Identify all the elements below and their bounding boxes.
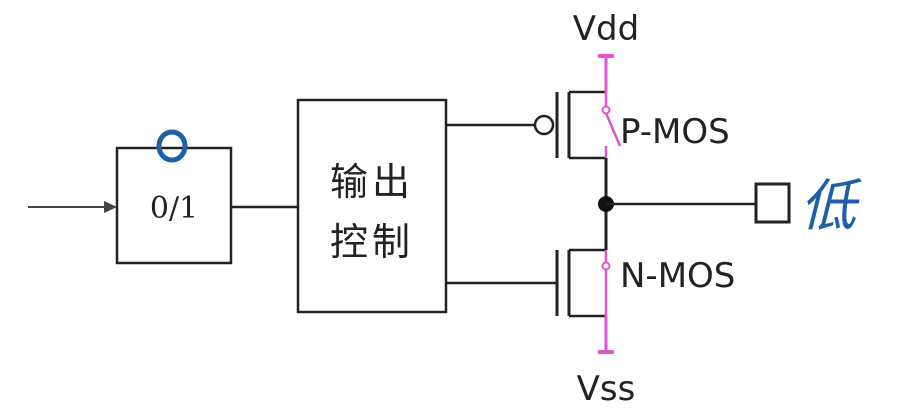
pmos-gate-bubble [533, 114, 555, 136]
vdd-label: Vdd [573, 9, 639, 49]
nmos-label: N-MOS [620, 256, 735, 296]
input-value-annotation: 0 [156, 129, 188, 163]
nmos-switch [601, 250, 611, 316]
pmos-label: P-MOS [620, 112, 730, 152]
pmos-transistor [533, 90, 606, 160]
input-arrow [28, 201, 117, 213]
nmos-transistor [555, 248, 606, 318]
vss-label: Vss [577, 369, 636, 409]
output-value-annotation: 低 [800, 174, 862, 239]
input-register-label: 0/1 [150, 191, 198, 226]
output-control-label-line2: 控制 [330, 220, 414, 264]
output-control-box: 输出 控制 [296, 98, 448, 314]
output-control-label-line1: 输出 [330, 160, 414, 204]
pmos-switch [601, 92, 622, 158]
input-register-box: 0/1 [115, 146, 233, 265]
output-pin [754, 182, 791, 224]
